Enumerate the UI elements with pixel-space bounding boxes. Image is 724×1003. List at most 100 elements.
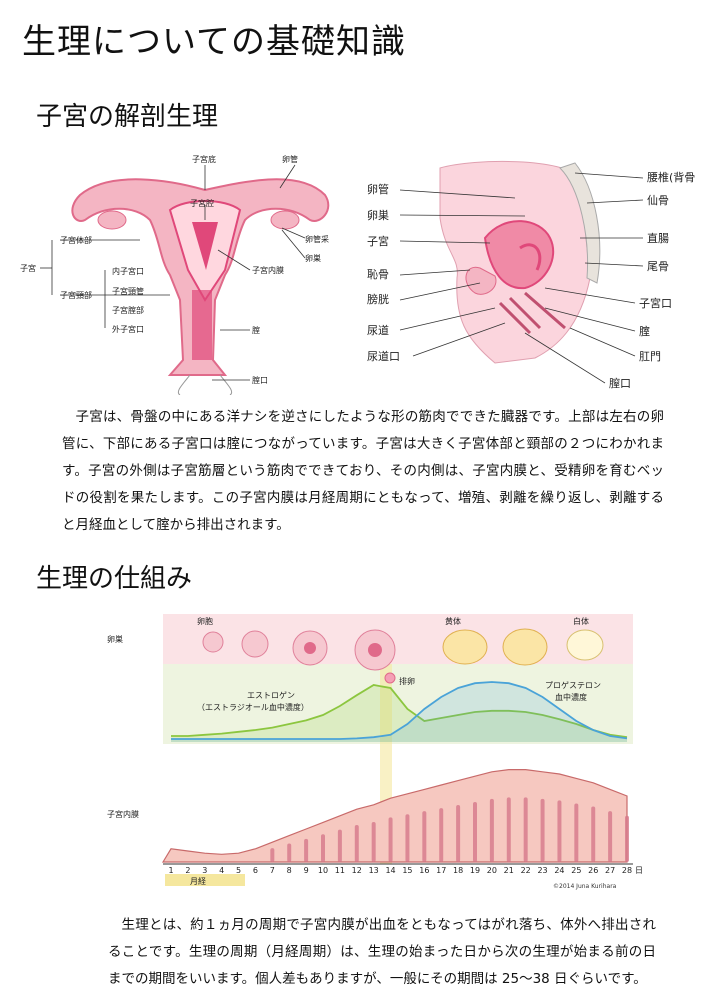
endometrium-gland [625,815,629,862]
chart-endometrium-row-label: 子宮内膜 [107,809,139,819]
endometrium-area [161,769,628,863]
label-cavity: 子宮腔 [190,198,214,208]
hormone-area-0 [171,685,627,742]
day-tick-label: 3 [202,866,207,875]
endometrium-gland [270,848,275,862]
day-tick-label: 17 [436,866,446,875]
day-tick-label: 18 [453,866,463,875]
endometrium-gland [456,805,461,862]
chart-copyright: ©2014 Juna Kurihara [553,883,617,890]
endometrium-gland [321,834,325,862]
day-tick-label: 14 [385,866,395,875]
endometrium-gland [388,817,393,862]
day-tick-label: 25 [571,866,581,875]
endometrium-gland [371,821,376,862]
side-label-coccyx: 尾骨 [647,260,669,273]
side-label-vaginal-opening: 膣口 [609,376,631,390]
chart-corpus-albicans-label: 白体 [573,616,589,626]
side-label-tube: 卵管 [367,182,389,196]
side-label-anus: 肛門 [639,350,661,363]
chart-menstruation-label: 月経 [190,876,206,886]
endometrium-gland [304,838,309,862]
endometrium-gland [439,808,444,862]
endometrium-gland [557,800,562,862]
chart-corpus-luteum-label: 黄体 [445,616,461,626]
chart-day-unit: 日 [635,866,643,875]
day-tick-label: 7 [270,866,275,875]
chart-ovary-row-label: 卵巣 [107,634,123,644]
menstruation-bar [165,874,245,886]
day-tick-label: 16 [419,866,429,875]
endometrium-gland [523,797,528,862]
day-tick-label: 4 [219,866,224,875]
hormone-line-0 [171,684,628,739]
side-label-ovary: 卵巣 [367,209,389,222]
chart-follicle-label: 卵胞 [197,616,213,626]
endometrium-gland [473,801,477,862]
endometrium-gland [422,811,427,862]
day-tick-label: 8 [287,866,292,875]
label-endometrium: 子宮内膜 [252,265,284,275]
label-vaginal-part: 子宮腟部 [112,305,144,315]
endometrium-gland [574,803,579,862]
chart-estrogen-sublabel: （エストラジオール血中濃度） [197,702,309,712]
side-label-lumbar: 腰椎(背骨) [647,170,695,184]
day-tick-label: 27 [605,866,615,875]
day-tick-label: 15 [402,866,412,875]
endometrium-gland [608,811,613,862]
day-tick-label: 24 [554,866,564,875]
hormone-line-1 [171,681,628,740]
day-tick-label: 11 [335,866,345,875]
day-tick-label: 10 [318,866,328,875]
hormone-area-1 [171,682,627,742]
chart-progesterone-sublabel: 血中濃度 [555,692,587,702]
label-ovary: 卵巣 [305,253,321,263]
endometrium-gland [354,825,359,862]
endometrium-gland [489,798,494,862]
side-label-uterus: 子宮 [367,234,389,248]
label-cervix: 子宮頸部 [60,290,92,300]
side-label-urethra: 尿道 [367,323,389,337]
section-heading-mechanism: 生理の仕組み [36,564,193,594]
chart-estrogen-label: エストロゲン [247,690,295,700]
side-label-pubis: 恥骨 [367,268,389,281]
side-label-vagina: 腟 [639,324,650,338]
chart-progesterone-label: プロゲステロン [545,680,601,690]
endometrium-gland [540,798,545,862]
day-tick-label: 20 [487,866,497,875]
uterus-front-diagram: 子宮底 卵管 子宮腔 子宮体部 子宮 子宮頸部 内子宮口 子宮頸管 子宮腟部 外… [20,154,330,395]
day-tick-label: 12 [352,866,362,875]
chart-ovulation-label: 排卵 [399,676,415,686]
follicle-icons [202,628,604,684]
endometrium-gland [337,829,342,862]
label-uterus: 子宮 [20,263,36,273]
section-heading-anatomy: 子宮の解剖生理 [36,102,219,132]
label-cervical-canal: 子宮頸管 [112,286,144,296]
endometrium-gland [506,797,511,862]
label-body: 子宮体部 [60,235,92,245]
day-tick-label: 1 [168,866,173,875]
day-tick-label: 6 [253,866,258,875]
menstrual-cycle-chart: 卵巣 卵胞 黄体 白体 排卵 エストロゲン （エストラジオール血中濃度） プロゲ… [107,614,643,890]
side-label-urethral-opening: 尿道口 [367,349,400,363]
label-vaginal-opening: 腟口 [252,375,268,385]
uterus-side-diagram: 卵管 卵巣 子宮 恥骨 膀胱 尿道 尿道口 腰椎(背骨) 仙骨 直腸 尾骨 子宮… [367,160,695,390]
side-label-os: 子宮口 [639,296,672,310]
day-tick-label: 19 [470,866,480,875]
side-label-rectum: 直腸 [647,231,669,245]
day-tick-label: 26 [588,866,598,875]
endometrium-gland [405,814,410,862]
side-label-sacrum: 仙骨 [647,194,669,207]
label-internal-os: 内子宮口 [112,266,144,276]
day-tick-label: 23 [537,866,547,875]
day-tick-label: 13 [369,866,379,875]
day-tick-label: 2 [185,866,190,875]
mechanism-paragraph: 生理とは、約１ヵ月の周期で子宮内膜が出血をともなってはがれ落ち、体外へ排出される… [108,917,656,987]
page-title: 生理についての基礎知識 [22,22,406,62]
endometrium-gland [287,843,292,862]
label-fundus: 子宮底 [192,154,216,164]
day-tick-label: 28 [622,866,632,875]
label-fimbria: 卵管采 [305,234,329,244]
label-vagina: 腟 [252,325,260,335]
day-tick-label: 9 [304,866,309,875]
